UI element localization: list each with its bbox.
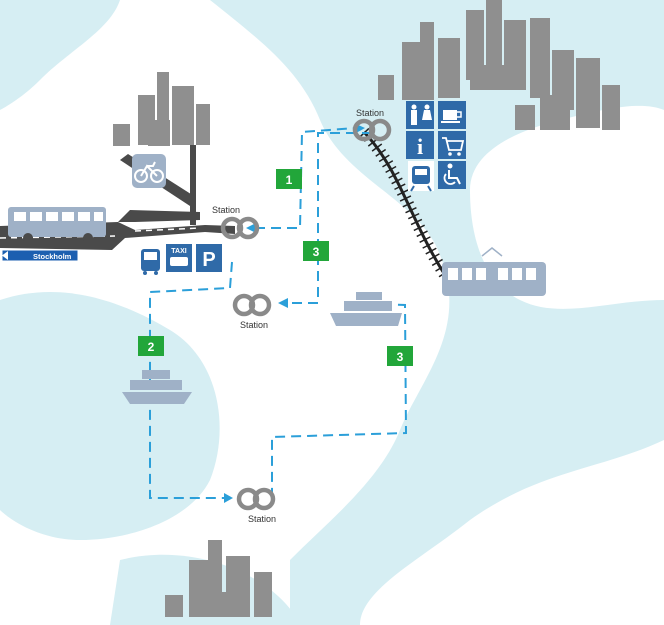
coach-bus-icon [8,207,106,243]
ferry-icon [122,370,192,404]
station-label: Station [212,205,240,215]
bus-icon[interactable] [140,248,160,275]
city-skyline-top-left [113,72,210,146]
railway-track [359,127,451,279]
station-marker[interactable] [236,487,276,511]
route-badge[interactable]: 1 [276,169,302,189]
route-badge[interactable]: 2 [138,336,164,356]
station-marker[interactable] [352,118,392,142]
ferry-icon [330,292,402,326]
taxi-icon[interactable]: TAXI [166,244,192,272]
station-label: Station [356,108,384,118]
parking-icon[interactable]: P [196,244,222,272]
information-icon-label: i [417,134,423,159]
route-badge[interactable]: 3 [387,346,413,366]
tram-icon [442,247,546,296]
bicycle-parking[interactable] [132,154,166,188]
route-badge-label: 1 [286,173,293,187]
route-badge-label: 3 [397,350,404,364]
bicycle-icon [134,161,164,183]
city-skyline-bottom [165,540,272,617]
route-badge-label: 3 [313,245,320,259]
city-skyline-top-right [378,0,620,130]
taxi-icon-label: TAXI [171,248,186,255]
cafe-icon[interactable] [438,101,466,129]
station-marker[interactable] [232,293,272,317]
toilets-icon[interactable] [406,101,434,129]
road-sign-stockholm[interactable]: Stockholm [1,249,79,262]
wheelchair-icon[interactable] [438,161,466,189]
station-label: Station [248,514,276,524]
station-marker[interactable] [220,216,260,240]
route-1-line [255,127,357,229]
shopping-cart-icon[interactable] [438,131,466,159]
information-icon[interactable]: i [406,131,434,159]
train-icon[interactable] [408,161,434,192]
parking-icon-label: P [202,249,215,271]
road-sign-label: Stockholm [33,252,72,261]
route-badge[interactable]: 3 [303,241,329,261]
route-badge-label: 2 [148,340,155,354]
route-3-upper-line [285,132,372,304]
station-label: Station [240,320,268,330]
route-2-line [149,261,233,499]
